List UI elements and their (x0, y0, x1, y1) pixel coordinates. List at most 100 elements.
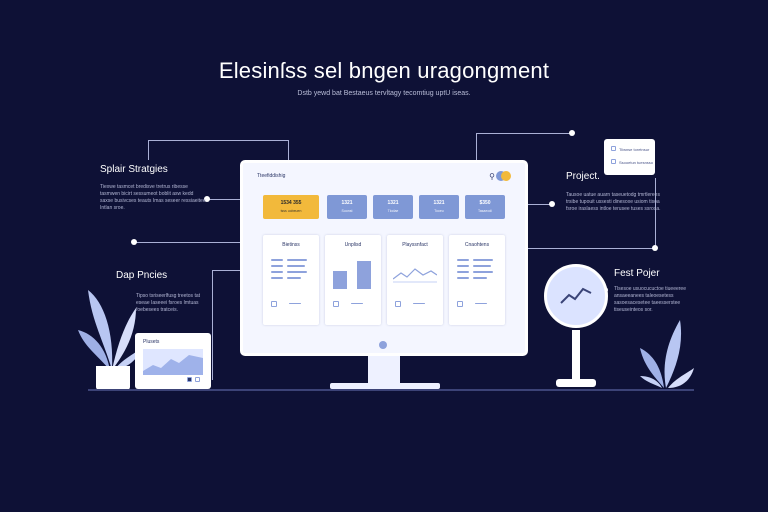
connector-dot (569, 130, 575, 136)
text-line (457, 259, 469, 261)
text-line (473, 265, 491, 267)
document-icon (395, 301, 401, 307)
square-icon (187, 377, 192, 382)
connector-left-mid (134, 242, 242, 243)
avatar[interactable] (501, 171, 511, 181)
mini-card-title: Plusets (143, 339, 160, 345)
text-line (457, 271, 469, 273)
kpi-value: 1534 355 (280, 200, 302, 206)
connector-left-bottom (212, 270, 213, 380)
connector-left-top-h (148, 140, 289, 141)
connector-right-low-v (655, 178, 656, 248)
connector-left-top-v (288, 140, 289, 162)
mini-dashboard-card: Plusets (135, 333, 211, 389)
kpi-label: Tasaeodi (477, 209, 492, 213)
right-bottom-text: Tlsesoe usuocucuctoe tiueeeree ansaeeane… (614, 286, 686, 313)
text-line (271, 271, 283, 273)
dashboard-monitor: Tteefiddishig ⚲ 1534 355 tsss uobeuen 13… (240, 160, 528, 356)
trend-line-icon (560, 287, 592, 304)
text-line (271, 265, 283, 267)
globe-base (556, 379, 596, 387)
kpi-label: Suonst (341, 209, 353, 213)
dashboard-card[interactable]: Bietinss (263, 235, 319, 325)
right-top-heading: Project. (566, 171, 600, 182)
text-line (457, 277, 469, 279)
kpi-value: 1321 (341, 200, 353, 206)
bar-chart-bar (357, 261, 371, 289)
monitor-stand-neck (368, 356, 400, 384)
text-line (287, 259, 307, 261)
plant-pot (96, 366, 130, 390)
plant-illustration (640, 320, 694, 388)
connector-right-top-h (476, 133, 572, 134)
globe-stand (572, 330, 580, 380)
document-icon (271, 301, 277, 307)
text-line (287, 277, 301, 279)
text-line (473, 259, 493, 261)
card-title: Unplisd (344, 242, 362, 248)
text-line (271, 277, 283, 279)
area-chart-icon (143, 349, 203, 375)
square-icon (195, 377, 200, 382)
card-title: Cnaohtens (464, 242, 490, 248)
project-card: Tiiwnse toretnsur Ssooetun tuesnsso (604, 139, 655, 175)
text-line (475, 303, 487, 304)
text-line (473, 277, 487, 279)
kpi-label: tsss uobeuen (280, 209, 302, 213)
left-bottom-heading: Dap Pncies (116, 270, 168, 281)
left-top-heading: Splair Stratgies (100, 164, 168, 175)
left-top-text: Tiexwe tasmcet bredisve tretrus ribesse … (100, 184, 206, 211)
connector-dot (204, 196, 210, 202)
checkbox-icon (611, 159, 616, 164)
kpi-card[interactable]: $350 Tasaeodi (465, 195, 505, 219)
card-title: Playssnfact (402, 242, 428, 248)
checkbox-icon (611, 146, 616, 151)
connector-left-top-right (206, 199, 242, 200)
kpi-card[interactable]: 1534 355 tsss uobeuen (263, 195, 319, 219)
text-line (473, 271, 493, 273)
page-title: Elesinſss sel bngen uragongment (218, 58, 550, 83)
project-card-row: Ssooetun tuesnsso (619, 160, 654, 165)
line-chart-icon (393, 268, 437, 283)
dashboard-card[interactable]: Unplisd (325, 235, 381, 325)
screen-topbar: Tteefiddishig ⚲ (251, 169, 517, 183)
magnifier-chart-icon (544, 264, 608, 328)
connector-dot (652, 245, 658, 251)
right-top-text: Tausoe uatue auarn taseuetodg tmrtlerees… (566, 192, 661, 212)
kpi-card[interactable]: 1321 Tlodae (373, 195, 413, 219)
connector-right-low (528, 248, 656, 249)
kpi-value: 1321 (387, 200, 399, 206)
kpi-label: Tooeu (434, 209, 444, 213)
kpi-value: 1321 (433, 200, 445, 206)
text-line (351, 303, 363, 304)
left-bottom-text: Tipso tsriseerlfusg treetos tat eseae Ia… (136, 293, 201, 313)
kpi-value: $350 (479, 200, 491, 206)
connector-left-bottom-h (212, 270, 242, 271)
text-line (457, 265, 469, 267)
power-button-icon[interactable] (379, 341, 387, 349)
connector-right-mid (528, 204, 552, 205)
text-line (289, 303, 301, 304)
connector-right-top-v (476, 133, 477, 163)
dashboard-card[interactable]: Cnaohtens (449, 235, 505, 325)
screen-brand: Tteefiddishig (257, 173, 286, 179)
text-line (413, 303, 425, 304)
text-line (287, 265, 305, 267)
monitor-stand-base (330, 383, 440, 389)
document-icon (457, 301, 463, 307)
floor-line (88, 389, 694, 391)
card-title: Bietinss (282, 242, 300, 248)
kpi-card[interactable]: 1321 Tooeu (419, 195, 459, 219)
connector-dot (131, 239, 137, 245)
connector-left-top-h2 (148, 140, 149, 160)
plant-illustration (78, 290, 142, 370)
search-icon[interactable]: ⚲ (489, 172, 495, 181)
text-line (287, 271, 307, 273)
bar-chart-bar (333, 271, 347, 289)
connector-dot (549, 201, 555, 207)
text-line (271, 259, 283, 261)
dashboard-card[interactable]: Playssnfact (387, 235, 443, 325)
kpi-card[interactable]: 1321 Suonst (327, 195, 367, 219)
page-subtitle: Dstb yewd bat Bestaeus tervltagy tecomti… (297, 90, 471, 97)
kpi-label: Tlodae (387, 209, 399, 213)
